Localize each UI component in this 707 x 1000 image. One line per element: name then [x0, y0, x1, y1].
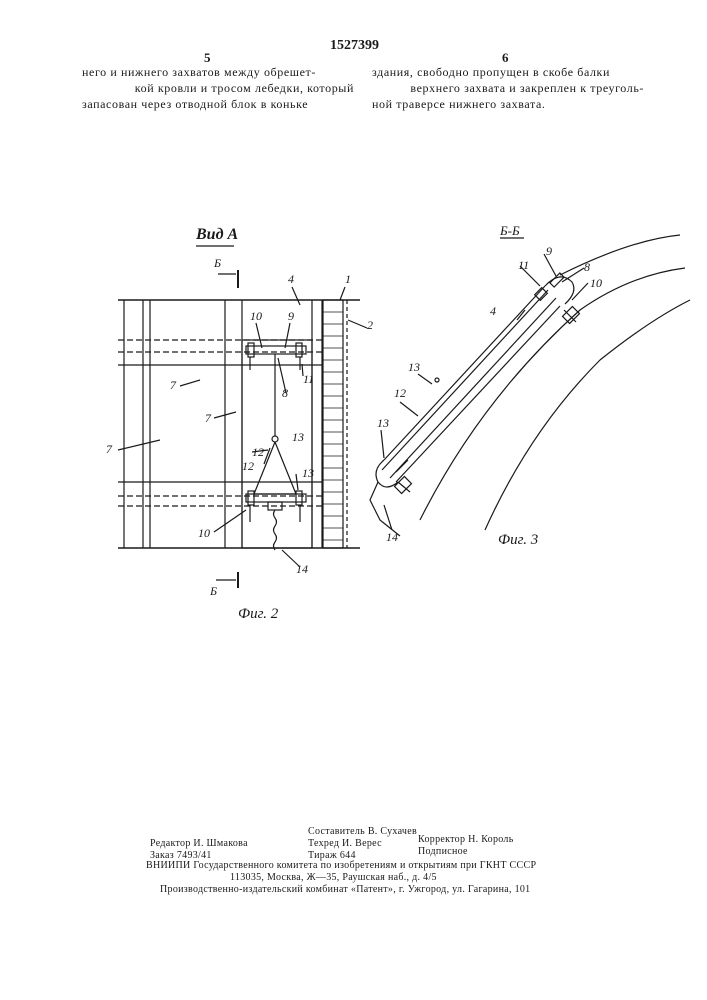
label-14-f3: 14	[386, 530, 398, 545]
label-11-f3: 11	[518, 258, 529, 273]
figure-3-caption: Фиг. 3	[498, 532, 538, 549]
footer-address: 113035, Москва, Ж—35, Раушская наб., д. …	[230, 872, 437, 884]
footer-organization: ВНИИПИ Государственного комитета по изоб…	[146, 860, 536, 872]
label-10-f3: 10	[590, 276, 602, 291]
label-13-a-f3: 13	[408, 360, 420, 375]
footer-subscription: Подписное	[418, 846, 468, 858]
label-4-f3: 4	[490, 304, 496, 319]
footer-corrector: Корректор Н. Король	[418, 834, 514, 846]
label-8-f3: 8	[584, 260, 590, 275]
footer-compiler: Составитель В. Сухачев	[308, 826, 417, 838]
label-13-b-f3: 13	[377, 416, 389, 431]
label-9-f3: 9	[546, 244, 552, 259]
footer-publisher: Производственно-издательский комбинат «П…	[160, 884, 530, 896]
label-12-f3: 12	[394, 386, 406, 401]
footer-techred: Техред И. Верес	[308, 838, 382, 850]
section-label-b-b: Б-Б	[500, 223, 520, 239]
footer-editor: Редактор И. Шмакова	[150, 838, 248, 850]
